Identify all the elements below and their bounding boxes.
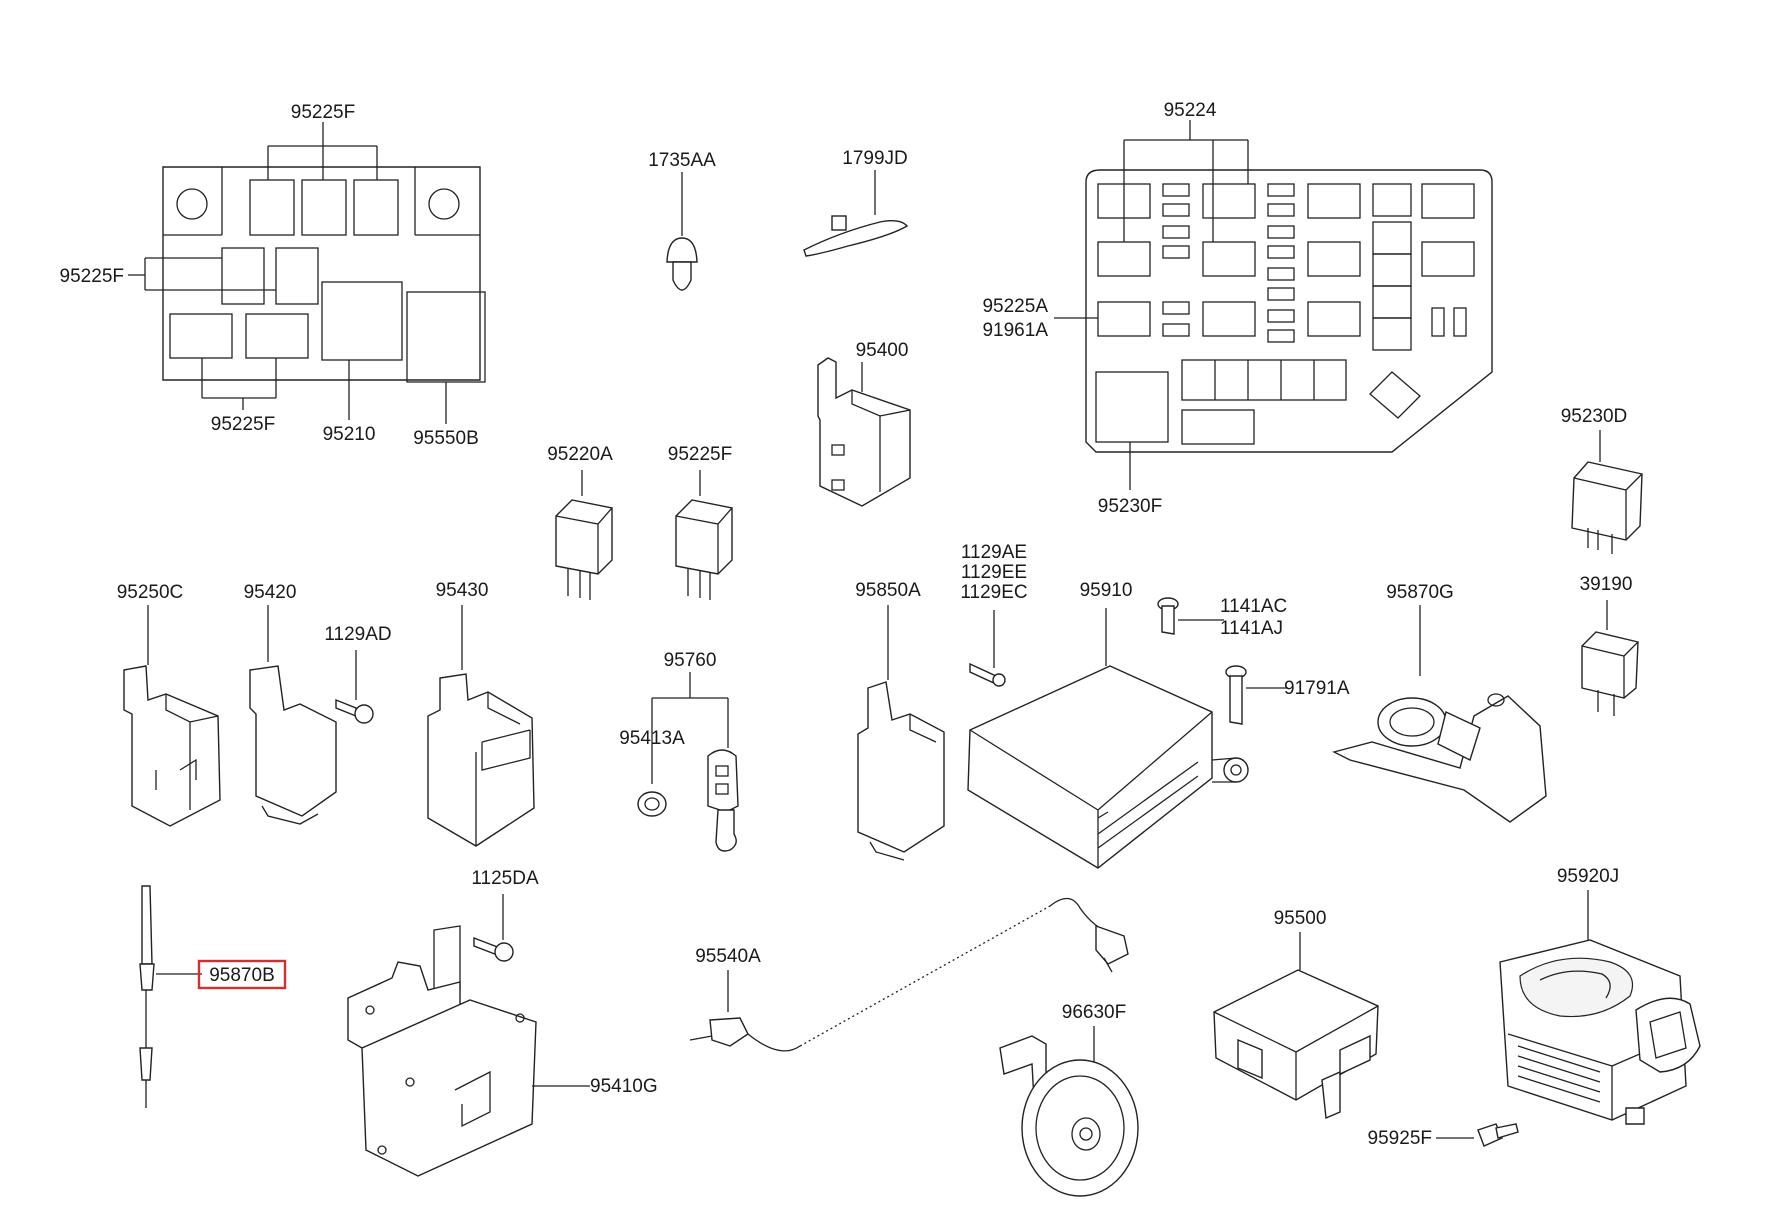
module-95400[interactable] (817, 357, 911, 507)
label-1141aj: 1141AJ (1220, 618, 1283, 639)
screw-1129ae[interactable] (969, 610, 1006, 687)
label-95920j: 95920J (1557, 866, 1619, 887)
label-95220a: 95220A (547, 444, 613, 465)
fuse-box-95224[interactable] (1054, 120, 1493, 490)
label-1799jd: 1799JD (842, 148, 908, 169)
coiled-cord-95540a[interactable] (689, 897, 1129, 1052)
relay-95225f[interactable] (675, 470, 733, 600)
bolt-91791a[interactable] (1225, 665, 1288, 725)
label-1141ac: 1141AC (1220, 596, 1287, 617)
label-39190: 39190 (1580, 574, 1633, 595)
siren-95870g[interactable] (1332, 605, 1547, 823)
label-91961a: 91961A (982, 320, 1048, 341)
label-95540a: 95540A (695, 946, 761, 967)
label-95925f: 95925F (1368, 1128, 1432, 1149)
label-95413a: 95413A (619, 728, 685, 749)
highlight-box (197, 959, 287, 990)
label-95870b: 95870B (209, 965, 275, 986)
label-95230f: 95230F (1098, 496, 1162, 517)
label-95400: 95400 (856, 340, 909, 361)
module-95850a[interactable] (857, 605, 945, 861)
module-95430[interactable] (427, 605, 535, 847)
label-95550b: 95550B (413, 428, 479, 449)
label-95225f-top: 95225F (291, 102, 355, 123)
relay-95230d[interactable] (1571, 430, 1643, 554)
label-1129ad: 1129AD (324, 624, 391, 645)
label-1129ae: 1129AE (961, 542, 1027, 563)
label-95910: 95910 (1080, 580, 1133, 601)
label-95420: 95420 (244, 582, 297, 603)
module-95420[interactable] (249, 605, 337, 825)
label-95250c: 95250C (117, 582, 184, 603)
key-fob-95760[interactable] (637, 672, 739, 852)
screw-95925f[interactable] (1436, 1123, 1519, 1147)
label-95225f-bottom: 95225F (211, 414, 275, 435)
module-95250c[interactable] (123, 605, 221, 827)
siren-95920j[interactable] (1499, 890, 1701, 1125)
label-95230d: 95230D (1561, 406, 1628, 427)
label-95500: 95500 (1274, 908, 1327, 929)
bolt-1141ac[interactable] (1157, 597, 1224, 635)
label-95224: 95224 (1164, 100, 1217, 121)
screw-1125da[interactable] (473, 894, 514, 962)
junction-block-95225f[interactable] (128, 122, 486, 424)
relay-39190[interactable] (1581, 600, 1639, 716)
screw-1129ad[interactable] (335, 650, 374, 724)
label-95870g: 95870G (1386, 582, 1454, 603)
label-95210: 95210 (323, 424, 376, 445)
label-95410g: 95410G (590, 1076, 658, 1097)
label-96630f: 96630F (1062, 1002, 1126, 1023)
module-95410g[interactable] (347, 925, 590, 1177)
ecu-95910[interactable] (967, 608, 1249, 869)
module-95500[interactable] (1213, 932, 1379, 1120)
part-labels: 95225F 95225F 95225F 95210 95550B 1735AA… (60, 100, 1633, 1149)
label-1129ec: 1129EC (960, 582, 1027, 603)
cable-tie-1799jd[interactable] (803, 170, 909, 257)
label-1129ee: 1129EE (961, 562, 1027, 583)
label-95225a: 95225A (982, 296, 1048, 317)
label-95760: 95760 (664, 650, 717, 671)
label-1125da: 1125DA (471, 868, 539, 889)
antenna-95870b[interactable] (139, 885, 287, 1108)
horn-96630f[interactable] (999, 1026, 1139, 1197)
label-95225f-relay: 95225F (668, 444, 732, 465)
relay-95220a[interactable] (555, 470, 613, 600)
label-95225f-left: 95225F (60, 266, 124, 287)
label-95430: 95430 (436, 580, 489, 601)
label-95850a: 95850A (855, 580, 921, 601)
clip-1735aa[interactable] (666, 172, 698, 291)
label-1735aa: 1735AA (648, 150, 716, 171)
label-91791a: 91791A (1284, 678, 1350, 699)
